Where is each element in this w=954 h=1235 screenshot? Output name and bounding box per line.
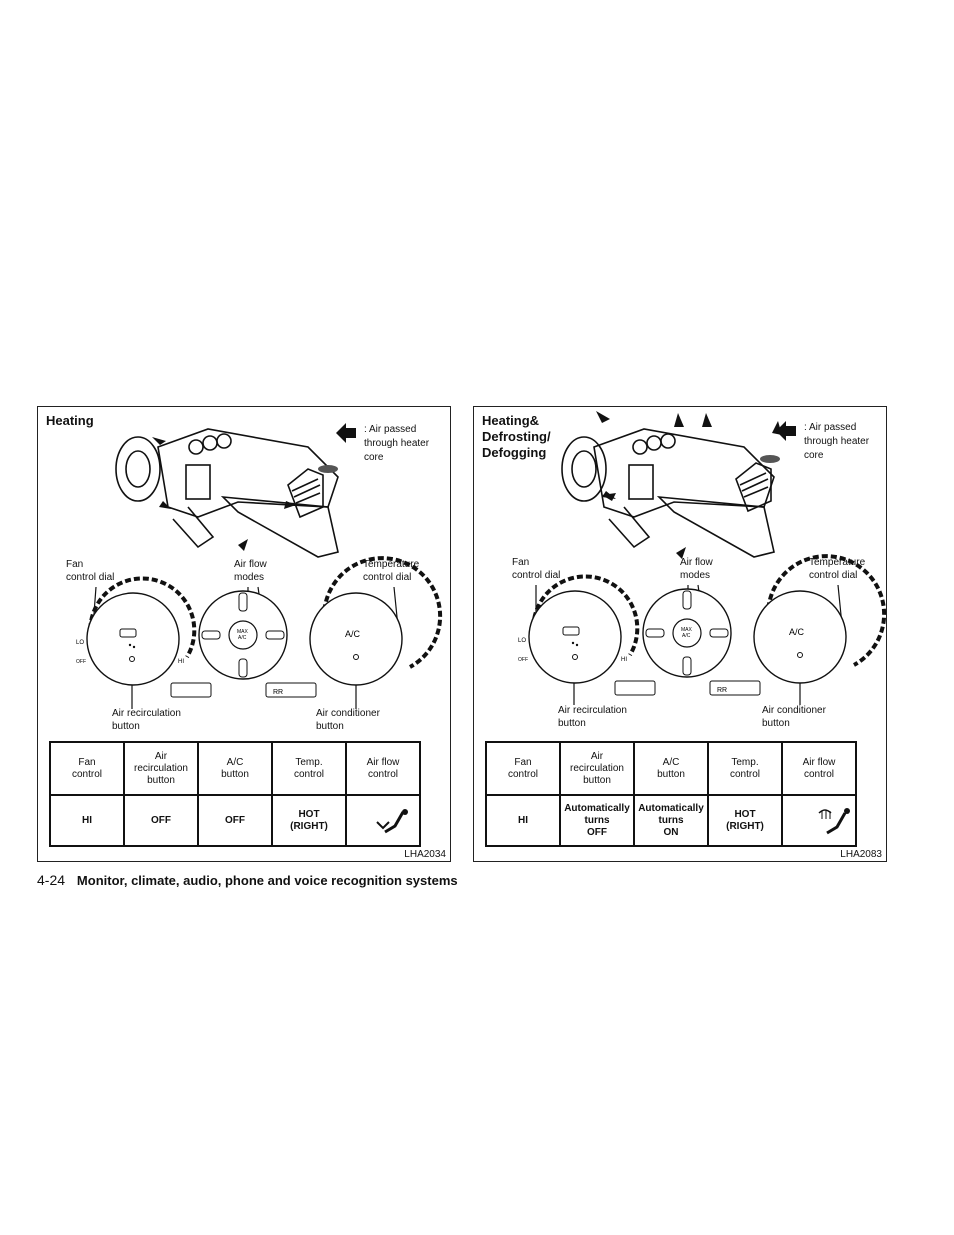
section-title: Monitor, climate, audio, phone and voice…: [76, 873, 458, 888]
fan-lo-label: LO: [76, 640, 84, 646]
page-number: 4-24: [37, 872, 66, 888]
panel-title: Heating: [46, 413, 94, 428]
left-arrow-icon: [776, 421, 796, 441]
max-ac-label: MAX: [681, 627, 693, 633]
air-conditioner-button-label: Air conditioner button: [762, 705, 826, 729]
temperature-control-dial-label: Temperature control dial: [363, 559, 420, 583]
front-defrost-button: [614, 680, 656, 696]
fan-hi-label: HI: [178, 659, 184, 665]
rr-label: RR: [717, 687, 727, 694]
table-cell: HOT (RIGHT): [271, 794, 347, 847]
air-recirculation-button-label: Air recirculation button: [112, 708, 181, 732]
fan-lo-label: LO: [518, 638, 526, 644]
control-settings-table: Fan control Air recirculation button A/C…: [49, 741, 421, 847]
rr-label: RR: [273, 689, 283, 696]
air-conditioner-button-label: Air conditioner button: [316, 708, 380, 732]
air-recirculation-button-label: Air recirculation button: [558, 705, 627, 729]
table-cell: OFF: [197, 794, 273, 847]
table-header-cell: Air flow control: [781, 741, 857, 796]
fan-off-label: OFF: [76, 659, 86, 665]
air-flow-mode-dial: MAX A/C: [198, 590, 288, 680]
table-header-row: Fan control Air recirculation button A/C…: [485, 741, 857, 796]
table-cell: Automatically turns ON: [633, 794, 709, 847]
table-cell: HI: [485, 794, 561, 847]
ac-label: A/C: [345, 629, 361, 639]
rear-defrost-button: [709, 680, 761, 696]
table-cell-icon: [345, 794, 421, 847]
panel-title: Heating& Defrosting/ Defogging: [482, 413, 551, 460]
dashboard-illustration: LO OFF HI MAX A/C A/C RR: [76, 428, 443, 834]
svg-text:A/C: A/C: [238, 635, 247, 641]
max-ac-label: MAX: [237, 629, 249, 635]
table-header-row: Fan control Air recirculation button A/C…: [49, 741, 421, 796]
heating-panel: LO OFF HI MAX A/C A/C RR: [37, 406, 451, 862]
air-flow-mode-dial: MAX A/C: [642, 588, 732, 678]
dashboard-illustration: LO OFF HI MAX A/C A/C RR: [518, 411, 887, 835]
control-settings-table: Fan control Air recirculation button A/C…: [485, 741, 857, 847]
table-header-cell: Temp. control: [271, 741, 347, 796]
rear-defrost-button: [265, 682, 317, 698]
figure-code: LHA2083: [840, 849, 882, 860]
table-header-cell: A/C button: [197, 741, 273, 796]
table-cell-icon: [781, 794, 857, 847]
table-header-cell: Temp. control: [707, 741, 783, 796]
fan-control-dial: LO OFF HI: [76, 576, 197, 686]
table-header-cell: Air recirculation button: [123, 741, 199, 796]
heating-defrosting-panel: LO OFF HI MAX A/C A/C RR: [473, 406, 887, 862]
fan-hi-label: HI: [621, 657, 627, 663]
table-header-cell: Fan control: [485, 741, 561, 796]
table-cell: HI: [49, 794, 125, 847]
table-header-cell: Air flow control: [345, 741, 421, 796]
table-row: HI Automatically turns OFF Automatically…: [485, 794, 857, 847]
table-header-cell: Air recirculation button: [559, 741, 635, 796]
svg-text:A/C: A/C: [682, 633, 691, 639]
table-cell: Automatically turns OFF: [559, 794, 635, 847]
table-cell: OFF: [123, 794, 199, 847]
temperature-control-dial: A/C: [753, 554, 887, 684]
temperature-control-dial: A/C: [309, 556, 443, 686]
table-header-cell: A/C button: [633, 741, 709, 796]
page-footer: 4-24 Monitor, climate, audio, phone and …: [37, 872, 458, 888]
ac-label: A/C: [789, 627, 805, 637]
legend-text: : Air passed through heater core: [364, 424, 430, 463]
air-flow-modes-label: Air flow modes: [234, 559, 267, 583]
table-cell: HOT (RIGHT): [707, 794, 783, 847]
fan-control-dial: LO OFF HI: [518, 574, 640, 684]
left-arrow-icon: [336, 423, 356, 443]
fan-off-label: OFF: [518, 657, 528, 663]
fan-control-dial-label: Fan control dial: [512, 557, 561, 581]
front-defrost-button: [170, 682, 212, 698]
figure-code: LHA2034: [404, 849, 446, 860]
fan-control-dial-label: Fan control dial: [66, 559, 115, 583]
air-flow-modes-label: Air flow modes: [680, 557, 713, 581]
legend-text: : Air passed through heater core: [804, 422, 870, 461]
table-row: HI OFF OFF HOT (RIGHT): [49, 794, 421, 847]
temperature-control-dial-label: Temperature control dial: [809, 557, 866, 581]
table-header-cell: Fan control: [49, 741, 125, 796]
